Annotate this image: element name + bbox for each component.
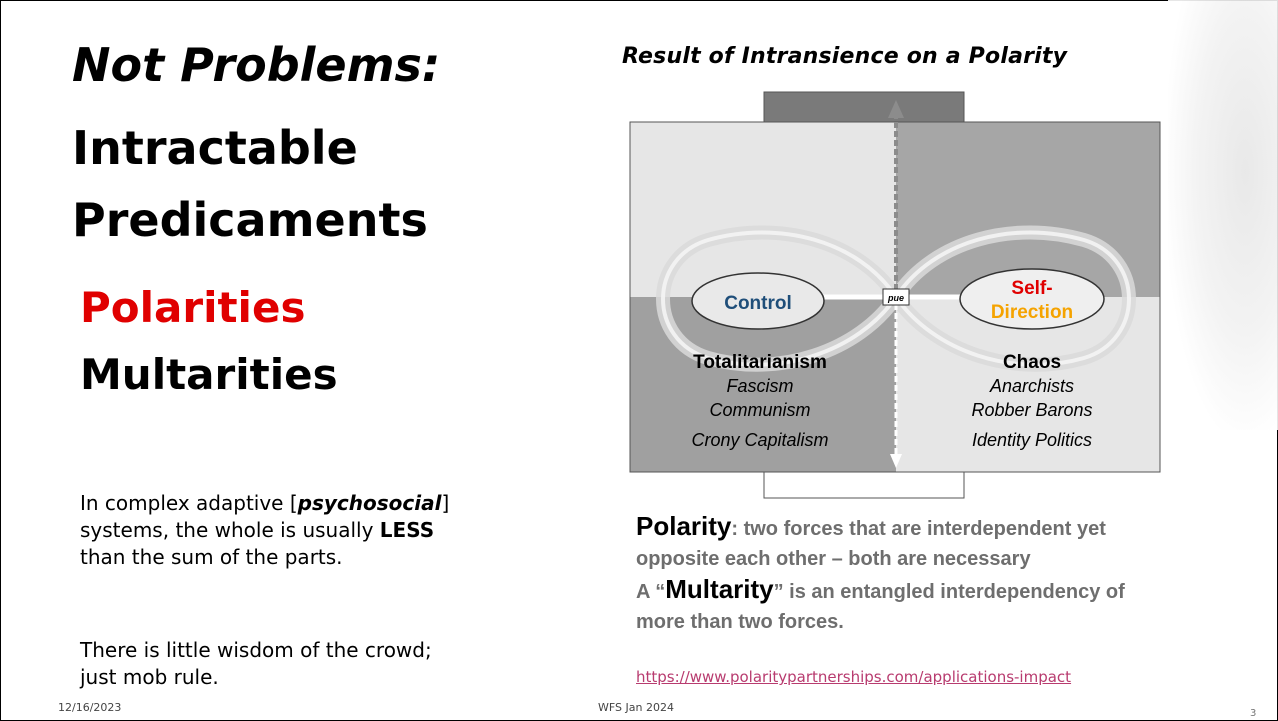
multarity-definition: ” is an entangled interdependency of mor… (636, 581, 1125, 633)
body1-strong: LESS (379, 518, 435, 542)
left-downside-item: Communism (709, 400, 810, 420)
footer-center: WFS Jan 2024 (598, 701, 674, 714)
body1-mid: ] systems, the whole is usually (80, 491, 450, 542)
body1-pre: In complex adaptive [ (80, 491, 298, 515)
up-arrowhead (888, 100, 904, 118)
diagram-title: Result of Intransience on a Polarity (622, 44, 1068, 69)
page-number: 3 (1250, 708, 1257, 719)
source-link[interactable]: https://www.polaritypartnerships.com/app… (636, 668, 1072, 686)
title-line-intractable: Intractable (72, 121, 358, 175)
footer-date: 12/16/2023 (58, 701, 122, 714)
title-line-predicaments: Predicaments (72, 193, 428, 247)
top-tab (763, 91, 965, 127)
body1-post: than the sum of the parts. (80, 545, 343, 569)
down-arrowhead (890, 454, 902, 468)
center-label: pue (887, 293, 904, 303)
background-decoration (1168, 0, 1278, 430)
body-paragraph-2: There is little wisdom of the crowd; jus… (80, 638, 432, 689)
right-downside-item: Robber Barons (971, 400, 1092, 420)
self-direction-pole (959, 268, 1105, 330)
control-pole (691, 272, 825, 330)
body-paragraph-1: In complex adaptive [psychosocial] syste… (80, 490, 460, 571)
definition-block: Polarity: two forces that are interdepen… (636, 511, 1156, 637)
polarities-heading: Polarities (80, 283, 306, 332)
polarity-map-diagram: pue Control Self- Direction Totalitarian… (629, 91, 1161, 499)
title-main: Intractable Predicaments (72, 112, 428, 256)
right-downside-item: Anarchists (989, 376, 1074, 396)
multarity-prefix: A “ (636, 581, 666, 603)
title-italic: Not Problems: (72, 38, 441, 92)
right-downside-heading: Chaos (1003, 352, 1061, 373)
polarity-term: Polarity (636, 511, 732, 541)
left-downside-item: Crony Capitalism (691, 430, 828, 450)
body1-emphasis: psychosocial (297, 491, 442, 515)
self-label: Self- (1011, 278, 1052, 299)
polarity-definition: : two forces that are interdependent yet… (636, 518, 1106, 570)
multarities-heading: Multarities (80, 350, 338, 399)
left-downside-item: Fascism (727, 376, 794, 396)
direction-label: Direction (991, 302, 1073, 323)
multarity-term: Multarity (665, 574, 774, 604)
left-downside-heading: Totalitarianism (693, 352, 827, 373)
center-label-box (882, 288, 910, 306)
control-label: Control (724, 293, 792, 314)
bottom-tab (763, 469, 965, 499)
right-downside-item: Identity Politics (972, 430, 1092, 450)
